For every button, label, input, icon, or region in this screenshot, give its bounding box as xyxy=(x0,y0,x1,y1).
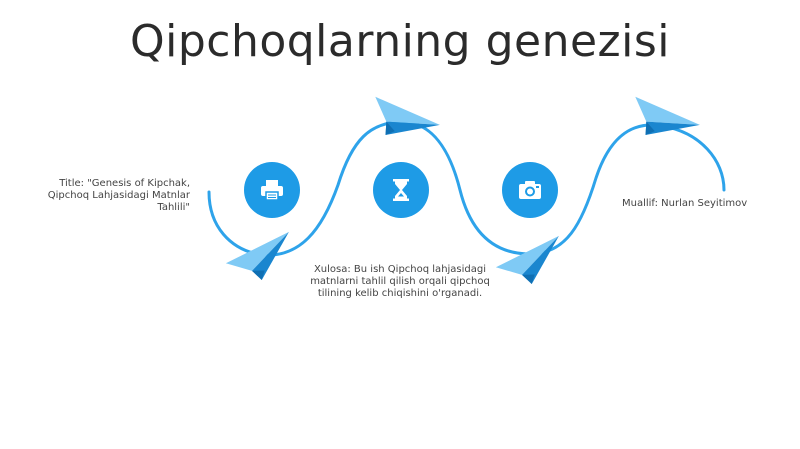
paper-plane-1-icon xyxy=(225,231,289,281)
paper-plane-2-icon xyxy=(375,96,440,136)
wave-path xyxy=(207,120,726,257)
printer-icon xyxy=(261,180,283,201)
note-left-text: Title: "Genesis of Kipchak, Qipchoq Lahj… xyxy=(47,178,190,213)
step-circle-1 xyxy=(244,162,300,218)
hourglass-icon xyxy=(393,179,409,201)
note-middle-text: Xulosa: Bu ish Qipchoq lahjasidagi matnl… xyxy=(310,264,490,299)
slide-title: Qipchoqlarning genezisi xyxy=(129,16,671,67)
step-circle-2 xyxy=(373,162,429,218)
camera-icon xyxy=(519,181,541,199)
paper-plane-3-icon xyxy=(495,235,559,285)
paper-plane-4-icon xyxy=(635,96,700,136)
note-right-text: Muallif: Nurlan Seyitimov xyxy=(622,198,748,209)
step-circle-3 xyxy=(502,162,558,218)
